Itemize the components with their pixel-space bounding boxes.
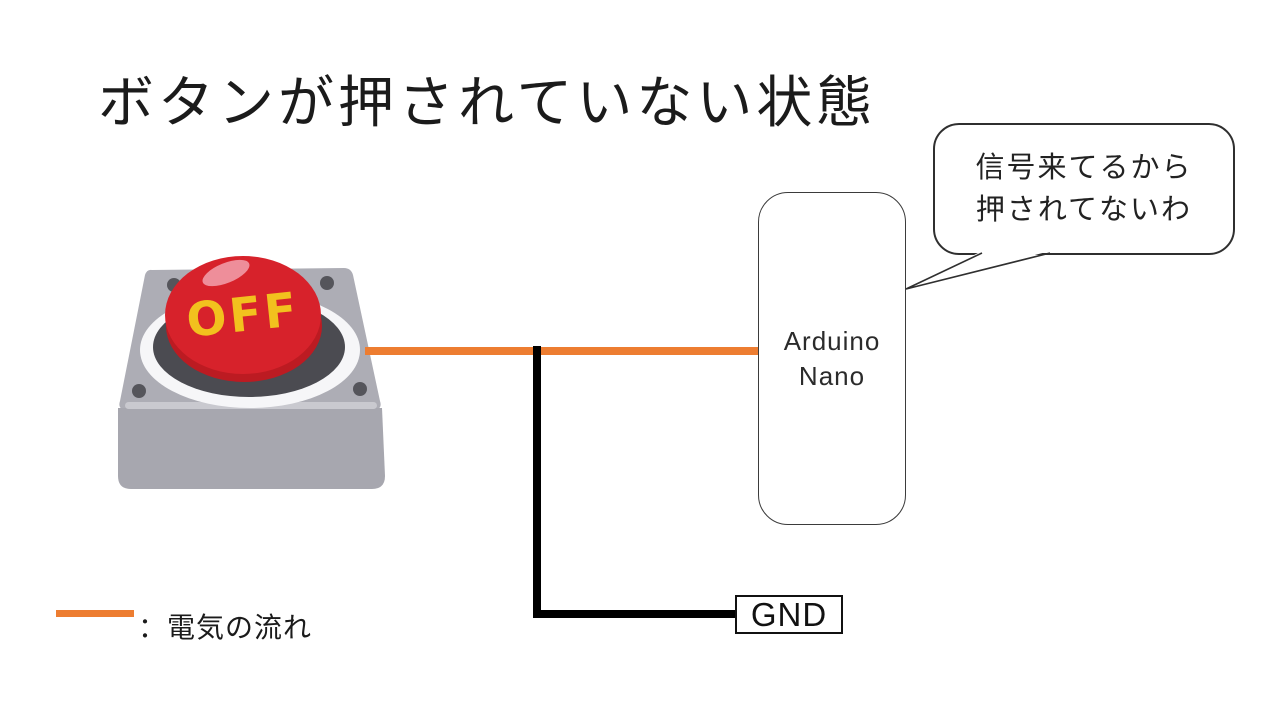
- speech-bubble-tail: [905, 251, 1051, 290]
- screw-icon: [320, 276, 334, 290]
- arduino-label-line1: Arduino: [783, 325, 881, 356]
- speech-bubble-line1: 信号来てるから: [975, 152, 1193, 184]
- gnd-label: GND: [750, 595, 828, 633]
- slide-title: ボタンが押されていない状態: [98, 71, 877, 134]
- arduino-label-line2: Nano: [798, 360, 866, 391]
- ground-wire-vertical: [533, 346, 541, 618]
- dome-highlight: [202, 259, 250, 287]
- gnd-box: GND: [735, 595, 843, 634]
- ground-wire-horizontal: [533, 610, 737, 618]
- speech-bubble: 信号来てるから 押されてないわ: [933, 123, 1235, 255]
- speech-bubble-line2: 押されてないわ: [975, 194, 1193, 226]
- signal-wire-orange: [365, 347, 758, 355]
- off-button-icon: OFF: [118, 256, 385, 489]
- screw-icon: [132, 384, 146, 398]
- screw-icon: [353, 382, 367, 396]
- button-base-front-face: [118, 408, 385, 489]
- legend-label: ：電気の流れ: [138, 612, 313, 643]
- arduino-nano-box: Arduino Nano: [758, 192, 906, 525]
- red-dome: [165, 256, 321, 374]
- legend-orange-line-swatch: [56, 610, 134, 617]
- off-button-illustration: OFF: [108, 251, 394, 499]
- button-label: OFF: [184, 282, 302, 349]
